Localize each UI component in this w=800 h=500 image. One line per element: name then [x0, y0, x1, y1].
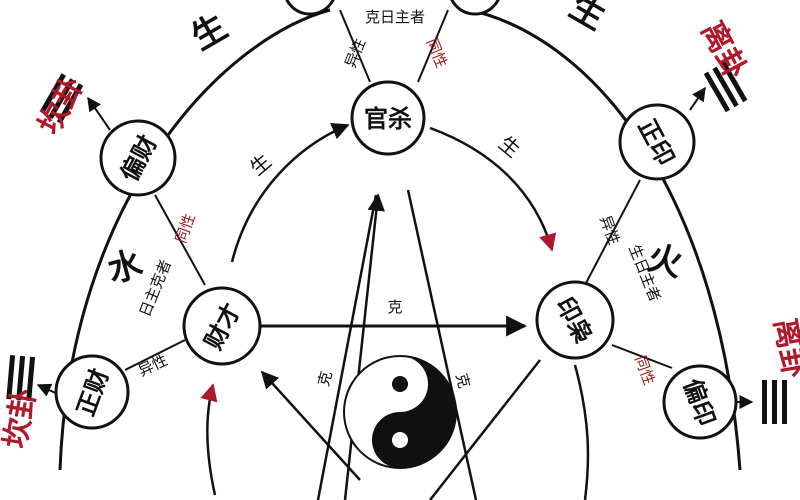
trigram-li-bottom [762, 380, 787, 424]
label-ke-right: 克 [452, 371, 473, 390]
label-ke-ri-zhu-zhe: 克日主者 [365, 8, 425, 26]
label-zhengcai-yixing: 异性 [135, 351, 170, 380]
star-line-from-yinxiao [429, 359, 541, 500]
inner-arc-bottom-left [200, 383, 218, 496]
top-partial-node-left [285, 0, 335, 16]
arrow-zhengyin-gua [689, 86, 706, 111]
node-zhengcai[interactable]: 正财 [54, 354, 130, 430]
inner-arc-left [230, 122, 350, 263]
connector-guansha-left [339, 9, 371, 83]
trigram-kan-bottom [6, 355, 36, 402]
connector-caicai-zhengcai [124, 339, 186, 371]
label-ke-center: 克 [387, 298, 402, 316]
gua-kan-top: 坎卦 [32, 71, 91, 140]
star-line-down-left [316, 194, 378, 500]
label-inner-sheng-left: 生 [245, 149, 276, 180]
connector-guansha-right [417, 9, 449, 83]
gua-li-top: 离卦 [694, 16, 753, 85]
label-guansha-yixing: 异性 [341, 36, 369, 71]
node-guansha-label: 官杀 [364, 105, 412, 133]
inner-arc-bottom-right [573, 364, 590, 500]
label-piancai-tongxing: 同性 [172, 211, 199, 245]
node-pianyin[interactable]: 偏印 [662, 364, 738, 440]
top-partial-node-right [450, 0, 500, 16]
label-element-shui: 水 [104, 243, 148, 291]
arrow-piancai-gua [87, 96, 111, 131]
node-zhengyin[interactable]: 正印 [618, 103, 696, 181]
label-ke-left: 克 [315, 369, 336, 388]
label-element-huo: 火 [643, 238, 686, 285]
yin-yang-symbol [343, 355, 457, 469]
label-guansha-tongxing: 同性 [423, 36, 451, 71]
connector-yinxiao-zhengyin [584, 179, 641, 286]
node-piancai[interactable]: 偏财 [99, 119, 177, 197]
star-line-to-caicai [260, 370, 361, 481]
connector-yinxiao-pianyin [611, 344, 673, 369]
trigram-li-top [703, 61, 748, 113]
label-outer-sheng-left: 生 [185, 7, 234, 59]
star-line-from-guansha-arrow [343, 193, 386, 500]
label-pianyin-tongxing: 同性 [631, 353, 658, 387]
node-guansha[interactable]: 官杀 [350, 80, 426, 156]
connector-caicai-piancai [154, 194, 206, 286]
trigram-kan-top [39, 73, 84, 124]
inner-arc-right [429, 126, 557, 252]
node-yinxiao[interactable]: 印枭 [535, 280, 615, 360]
node-caicai[interactable]: 财才 [182, 286, 262, 366]
star-line-down-right [406, 189, 478, 500]
gua-li-bottom: 离卦 [767, 316, 800, 381]
label-outer-sheng-right: 生 [563, 0, 612, 38]
label-inner-sheng-right: 生 [494, 131, 525, 162]
gua-kan-bottom: 坎卦 [0, 386, 43, 451]
